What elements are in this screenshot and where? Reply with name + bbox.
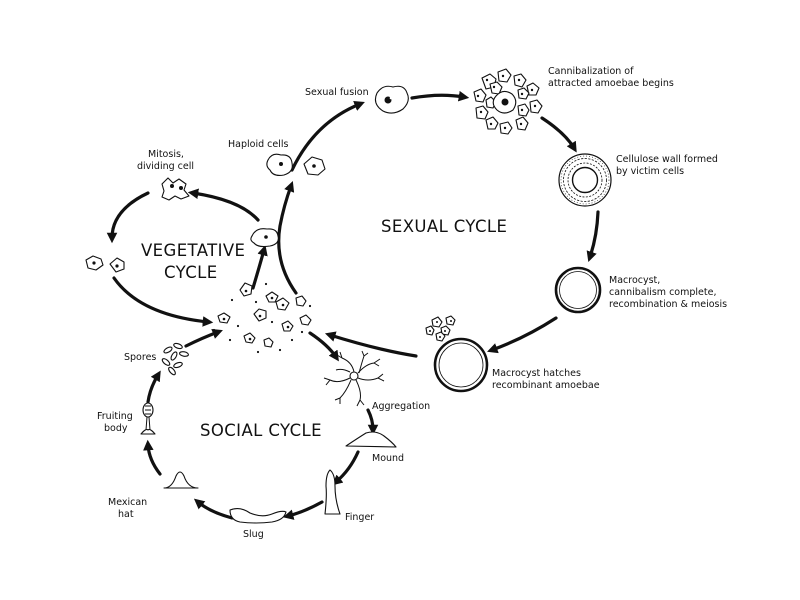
label-cannibalization-line2: attracted amoebae begins xyxy=(548,78,674,89)
label-slug: Slug xyxy=(243,529,264,540)
mexican-hat-illustration xyxy=(163,471,199,489)
label-fruiting-body-line1: Fruiting xyxy=(97,411,133,422)
label-finger: Finger xyxy=(345,512,374,523)
label-haploid-cells: Haploid cells xyxy=(228,139,288,150)
cannibalization-cluster-illustration xyxy=(473,68,543,135)
arrow-haploid-to-fusion xyxy=(290,101,365,172)
social-cycle-title: SOCIAL CYCLE xyxy=(200,421,322,440)
vegetative-amoeba-illustration xyxy=(250,228,279,248)
label-macrocyst-line1: Macrocyst, xyxy=(609,275,660,286)
arrow-center-to-haploid xyxy=(277,181,298,295)
label-macrocyst-line2: cannibalism complete, xyxy=(609,287,716,298)
label-macrocyst-line3: recombination & meiosis xyxy=(609,299,727,310)
social-cycle-arrows xyxy=(143,328,379,520)
daughter-cells-illustration xyxy=(85,255,125,273)
scattered-amoebae-illustration xyxy=(212,282,312,354)
arrow-fruiting-to-spores xyxy=(146,370,161,404)
label-spores: Spores xyxy=(124,352,156,363)
arrow-mitosis-to-daughters xyxy=(106,191,150,244)
label-mexican-hat-line1: Mexican xyxy=(108,497,147,508)
mitosis-dividing-cell-illustration xyxy=(161,177,190,201)
arrow-cellulose-to-macrocyst xyxy=(586,210,600,263)
arrow-center-to-aggregation xyxy=(308,331,339,362)
label-cannibalization-line1: Cannibalization of xyxy=(548,66,634,77)
label-macrocyst-hatches-line1: Macrocyst hatches xyxy=(492,368,581,379)
arrow-fusion-to-cannibalization xyxy=(410,90,470,102)
label-mitosis-line2: dividing cell xyxy=(137,161,194,172)
label-cellulose-line2: by victim cells xyxy=(616,166,684,177)
sexual-fusion-cell-illustration xyxy=(374,85,409,114)
arrow-cannibalization-to-cellulose xyxy=(540,116,577,153)
spores-illustration xyxy=(161,342,189,376)
arrow-macrocyst-to-hatch xyxy=(487,316,558,354)
label-sexual-fusion: Sexual fusion xyxy=(305,87,369,98)
arrow-finger-to-slug xyxy=(282,500,324,520)
arrow-mexican-hat-to-fruiting xyxy=(143,439,162,476)
label-aggregation: Aggregation xyxy=(372,401,430,412)
arrow-slug-to-mexican-hat xyxy=(193,498,234,520)
sexual-cycle-arrows xyxy=(277,90,600,358)
aggregation-illustration xyxy=(323,350,385,407)
arrow-spores-to-center xyxy=(184,328,223,348)
label-cellulose-line1: Cellulose wall formed xyxy=(616,154,718,165)
vegetative-cycle-title-line1: VEGETATIVE xyxy=(141,241,245,260)
arrow-hatch-to-center xyxy=(324,331,418,358)
slug-illustration xyxy=(229,507,287,524)
vegetative-cycle-title-line2: CYCLE xyxy=(164,263,218,282)
label-fruiting-body-line2: body xyxy=(104,423,128,434)
fruiting-body-illustration xyxy=(140,402,156,435)
macrocyst-illustration xyxy=(554,266,602,314)
mound-illustration xyxy=(345,431,397,448)
arrow-aggregation-to-mound xyxy=(366,408,379,436)
arrow-amoeba-to-mitosis xyxy=(187,188,260,222)
sexual-cycle-title: SEXUAL CYCLE xyxy=(381,217,507,236)
arrow-daughters-to-center xyxy=(112,276,214,327)
arrow-mound-to-finger xyxy=(331,450,360,486)
label-mexican-hat-line2: hat xyxy=(118,509,134,520)
vegetative-cycle-arrows xyxy=(106,188,268,327)
label-mitosis-line1: Mitosis, xyxy=(148,149,184,160)
label-mound: Mound xyxy=(372,453,404,464)
haploid-cells-illustration xyxy=(266,153,326,176)
cellulose-wall-illustration xyxy=(558,153,612,207)
arrow-center-to-amoeba xyxy=(251,244,268,290)
macrocyst-hatching-illustration xyxy=(425,315,489,393)
finger-illustration xyxy=(324,469,341,515)
label-macrocyst-hatches-line2: recombinant amoebae xyxy=(492,380,600,391)
